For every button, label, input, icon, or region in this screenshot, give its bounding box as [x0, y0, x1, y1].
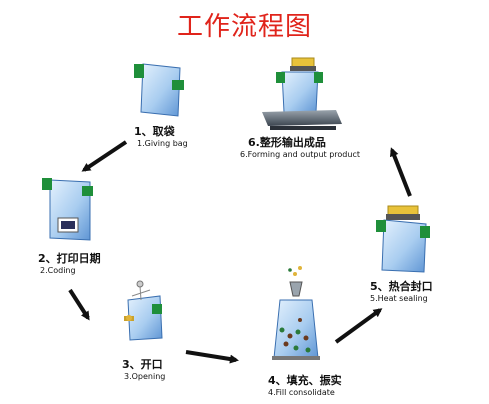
step1-bag-icon [134, 63, 184, 117]
step3-bag-icon [124, 280, 163, 341]
step6-sublabel: 6.Forming and output product [240, 150, 360, 159]
step1-sublabel: 1.Giving bag [137, 139, 188, 148]
step3-label: 3、开口 [122, 358, 163, 371]
arrow-5-to-6 [389, 147, 412, 197]
step2-sublabel: 2.Coding [40, 266, 76, 275]
step2-bag-icon [42, 178, 93, 241]
step2-label: 2、打印日期 [38, 252, 101, 265]
arrow-3-to-4 [185, 350, 239, 364]
step5-label: 5、热合封口 [370, 280, 433, 293]
arrow-1-to-2 [81, 140, 128, 172]
step3-sublabel: 3.Opening [124, 372, 166, 381]
step4-sublabel: 4.Fill consolidate [268, 388, 335, 397]
step5-bag-icon [376, 205, 430, 273]
arrow-2-to-3 [68, 288, 90, 321]
step1-label: 1、取袋 [134, 125, 175, 138]
step6-label: 6.整形输出成品 [248, 136, 326, 149]
step5-sublabel: 5.Heat sealing [370, 294, 428, 303]
step4-label: 4、填充、振实 [268, 374, 342, 387]
step6-bag-icon [262, 57, 342, 130]
step4-bag-icon [272, 266, 320, 360]
diagram-title: 工作流程图 [176, 12, 312, 42]
arrow-4-to-5 [334, 308, 383, 344]
